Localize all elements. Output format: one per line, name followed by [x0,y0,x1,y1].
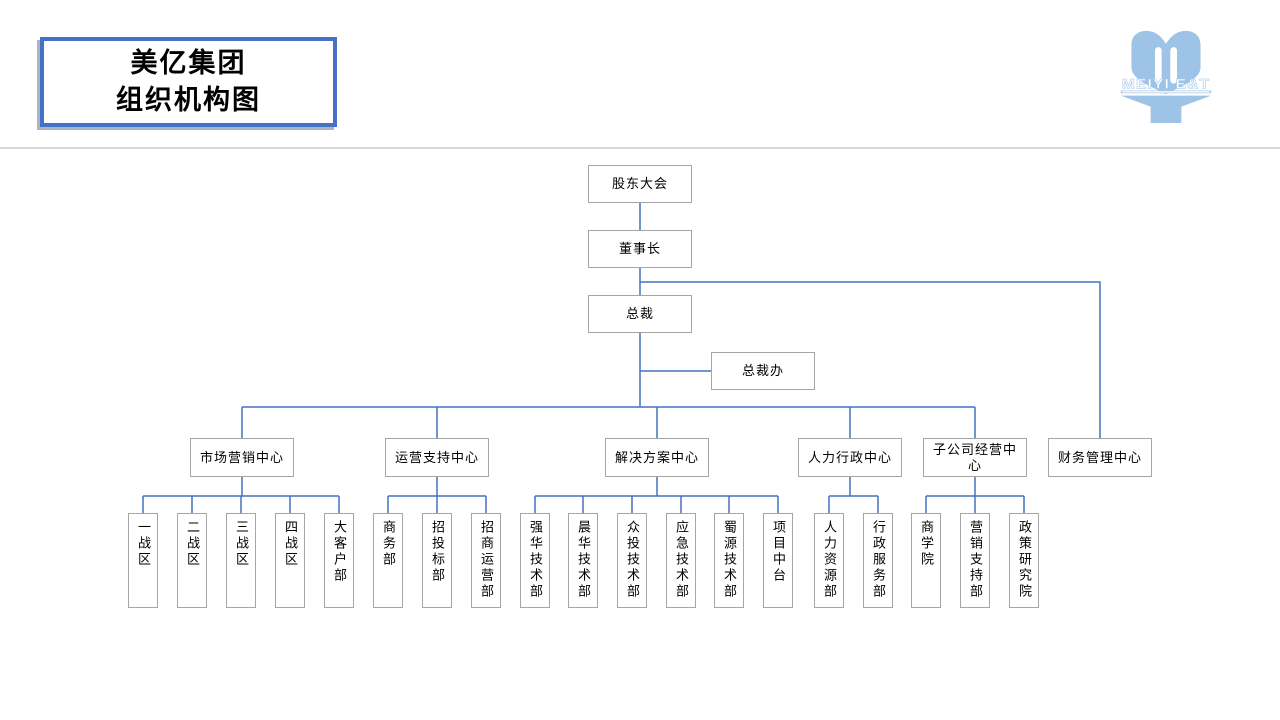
company-logo: MEIYI E&T [1118,26,1214,124]
page-title-line2: 组织机构图 [116,85,261,115]
org-leaf-label: 招投标部 [430,520,445,584]
org-leaf-key-accounts: 大客户部 [324,513,354,608]
org-leaf-chenhua-tech-dept: 晨华技术部 [568,513,598,608]
org-leaf-zone-2: 二战区 [177,513,207,608]
org-leaf-zhongtou-tech-dept: 众投技术部 [617,513,647,608]
org-leaf-policy-research-institute: 政策研究院 [1009,513,1039,608]
org-node-president-office: 总裁办 [711,352,815,390]
org-node-center-marketing: 市场营销中心 [190,438,294,477]
meiyi-logo-icon: MEIYI E&T [1120,30,1212,123]
org-leaf-label: 应急技术部 [674,520,689,600]
org-leaf-admin-services-dept: 行政服务部 [863,513,893,608]
org-leaf-label: 大客户部 [332,520,347,584]
org-leaf-label: 三战区 [234,520,249,568]
org-node-center-hr-admin: 人力行政中心 [798,438,902,477]
title-box: 美亿集团 组织机构图 [40,37,337,127]
org-leaf-investment-operations-dept: 招商运营部 [471,513,501,608]
org-leaf-zone-3: 三战区 [226,513,256,608]
org-leaf-label: 政策研究院 [1017,520,1032,600]
org-leaf-zone-1: 一战区 [128,513,158,608]
logo-text: MEIYI E&T [1122,76,1210,91]
org-leaf-label: 商务部 [381,520,396,568]
page-title-line1: 美亿集团 [130,48,247,78]
org-leaf-label: 招商运营部 [479,520,494,600]
org-leaf-label: 商学院 [919,520,934,568]
org-node-president: 总裁 [588,295,692,333]
org-node-shareholders-meeting: 股东大会 [588,165,692,203]
org-leaf-label: 行政服务部 [871,520,886,600]
org-leaf-qianghua-tech-dept: 强华技术部 [520,513,550,608]
org-node-center-finance: 财务管理中心 [1048,438,1152,477]
org-leaf-label: 蜀源技术部 [722,520,737,600]
org-leaf-bidding-dept: 招投标部 [422,513,452,608]
org-node-center-operations-support: 运营支持中心 [385,438,489,477]
org-leaf-label: 强华技术部 [528,520,543,600]
org-leaf-label: 二战区 [185,520,200,568]
org-leaf-project-middle-platform: 项目中台 [763,513,793,608]
org-leaf-business-dept: 商务部 [373,513,403,608]
org-leaf-zone-4: 四战区 [275,513,305,608]
org-leaf-label: 项目中台 [771,520,786,584]
org-leaf-label: 众投技术部 [625,520,640,600]
org-leaf-marketing-support-dept: 营销支持部 [960,513,990,608]
org-leaf-business-school: 商学院 [911,513,941,608]
org-leaf-label: 营销支持部 [968,520,983,600]
org-leaf-label: 晨华技术部 [576,520,591,600]
org-leaf-human-resources-dept: 人力资源部 [814,513,844,608]
org-node-center-solutions: 解决方案中心 [605,438,709,477]
org-node-chairman: 董事长 [588,230,692,268]
org-leaf-label: 四战区 [283,520,298,568]
org-leaf-shuyuan-tech-dept: 蜀源技术部 [714,513,744,608]
header-divider [0,147,1280,149]
org-node-center-subsidiary-management: 子公司经营中心 [923,438,1027,477]
org-leaf-label: 人力资源部 [822,520,837,600]
org-leaf-label: 一战区 [136,520,151,568]
org-leaf-emergency-tech-dept: 应急技术部 [666,513,696,608]
